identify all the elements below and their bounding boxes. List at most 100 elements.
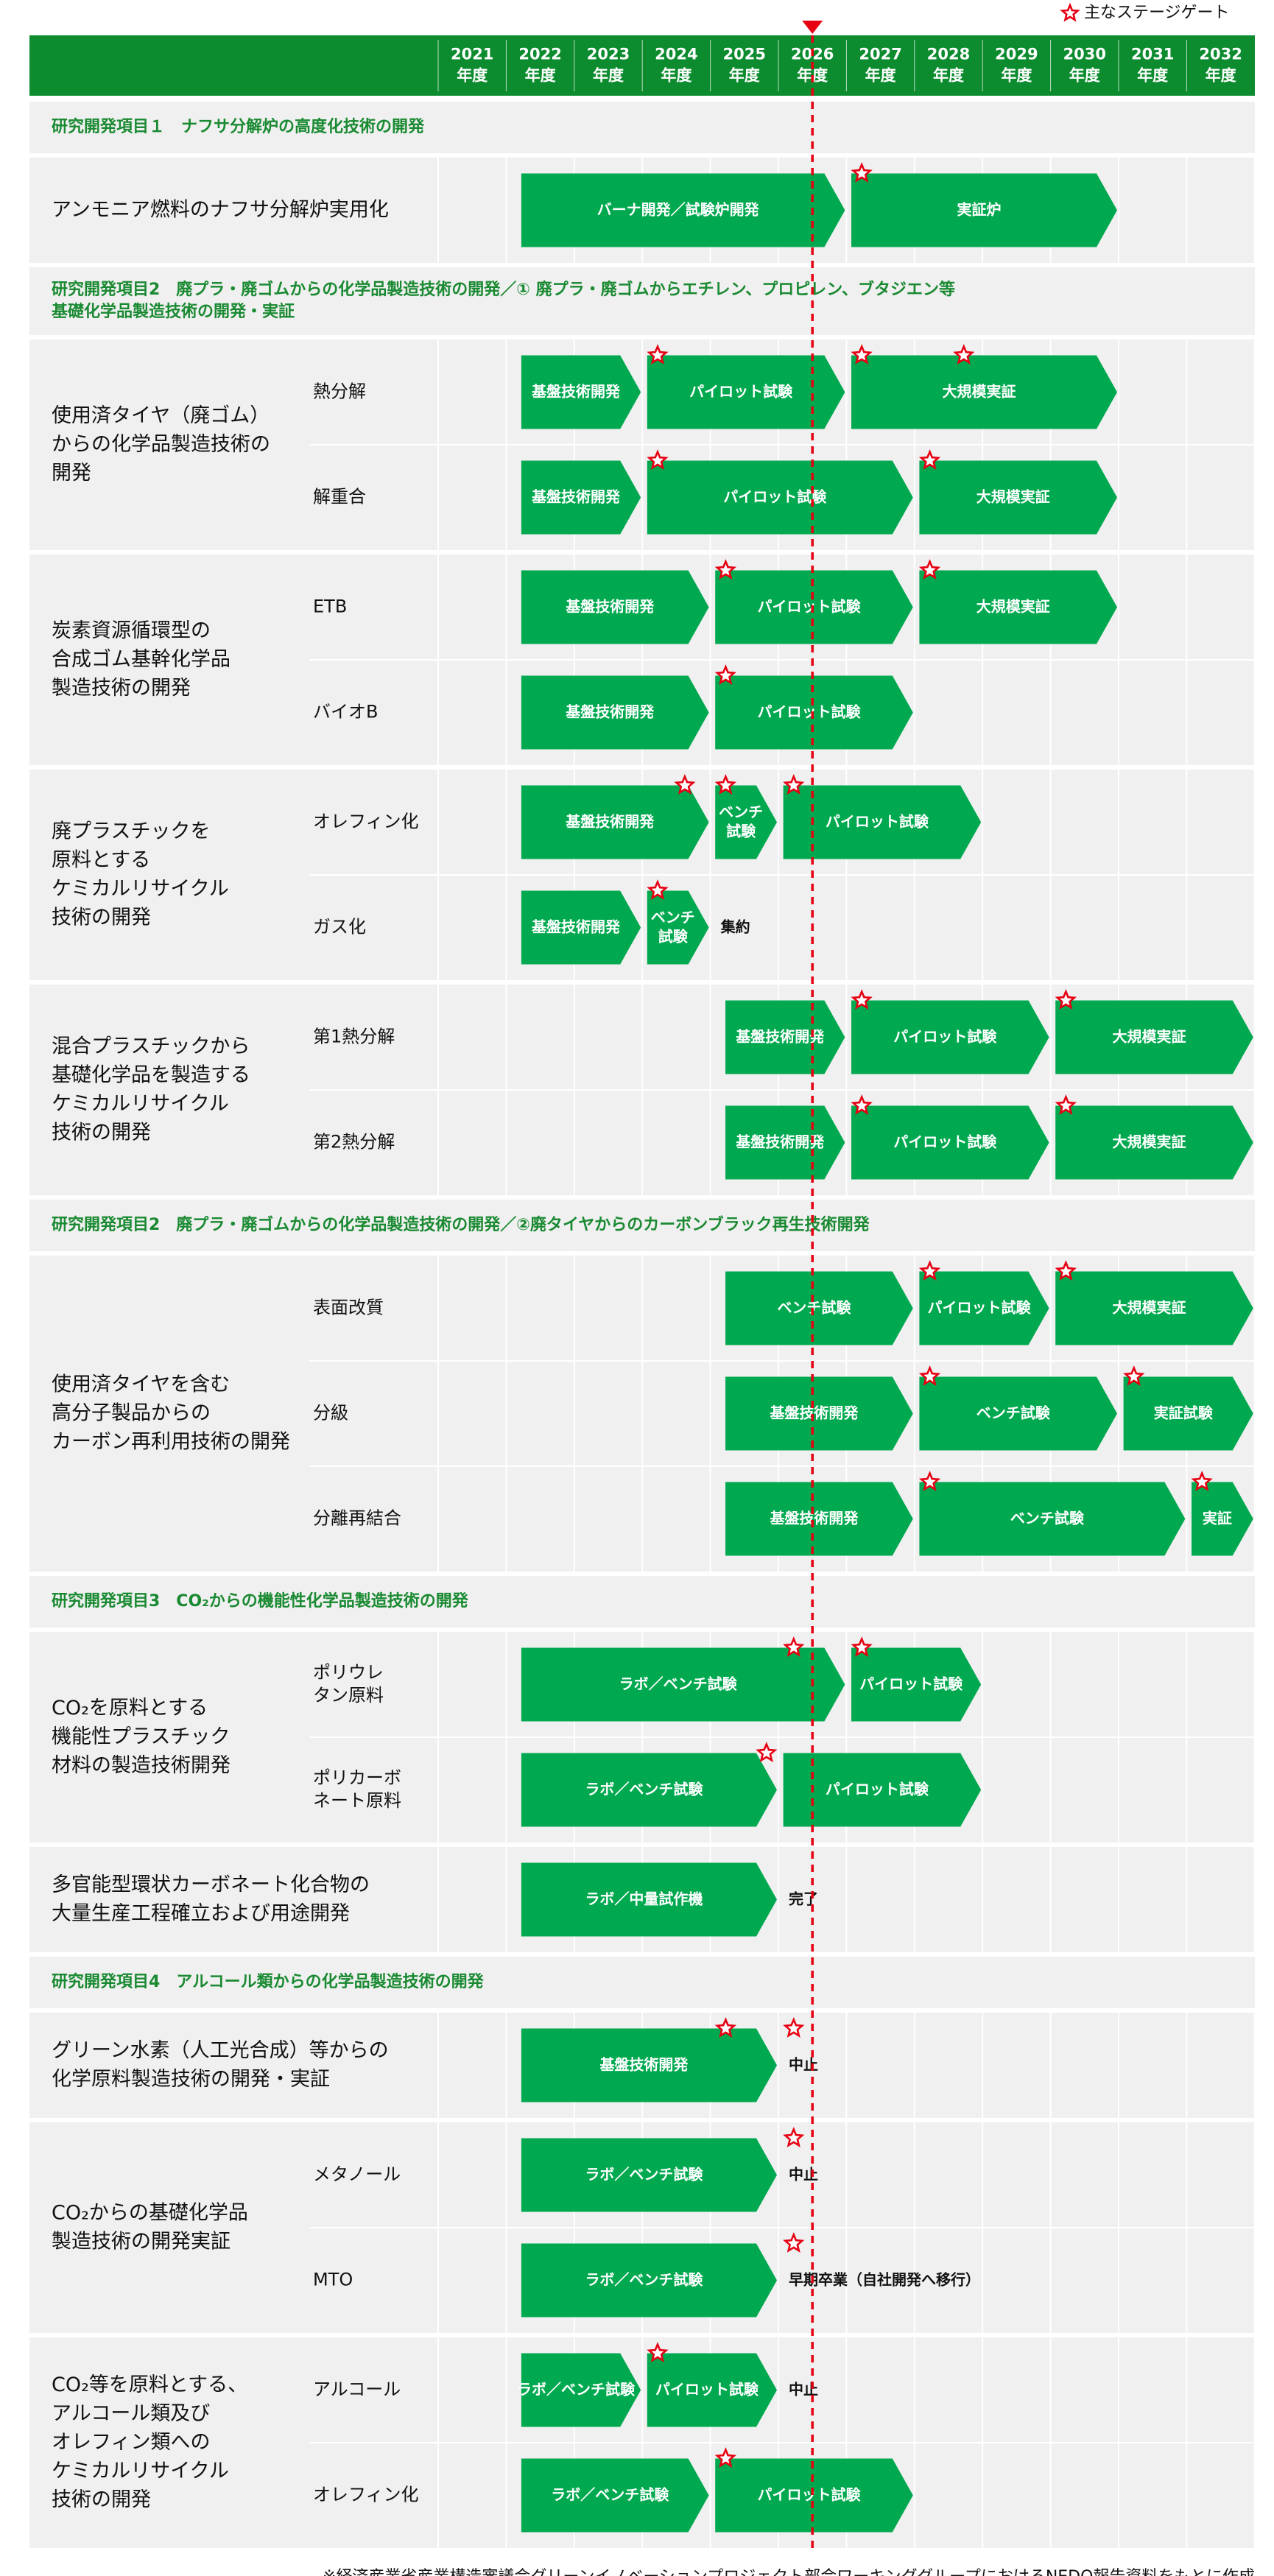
stage-gate-star-icon [1055,989,1077,1010]
year-header-label: 2026年度 [791,46,834,85]
phase-bar-label: バーナ開発／試験炉開発 [597,200,760,218]
stage-gate-star-icon [1123,1365,1145,1386]
phase-bar-label: 基盤技術開発 [736,1027,825,1045]
row-label: 第2熱分解 [313,1132,395,1152]
phase-bar [783,1753,982,1827]
phase-bar [521,2353,641,2427]
phase-bar-label: ベンチ試験 [719,803,763,840]
row-label: 第1熱分解 [313,1027,395,1047]
stage-gate-star-icon [1055,1260,1077,1281]
phase-bar-label: 大規模実証 [1113,1133,1186,1150]
row-note: 中止 [789,2055,818,2073]
phase-bar [851,1647,982,1722]
phase-bar-label: 基盤技術開発 [566,703,655,720]
row-label: 表面改質 [313,1298,384,1318]
row-label: 解重合 [313,487,366,507]
group-name: 多官能型環状カーボネート化合物の大量生産工程確立および用途開発 [52,1873,370,1925]
phase-bar-label: 大規模実証 [943,382,1016,400]
section-title: 研究開発項目3 CO₂からの機能性化学品製造技術の開発 [52,1591,469,1611]
row-label: 熱分解 [313,381,366,402]
phase-bar [521,2243,777,2318]
section-title: 研究開発項目2 廃プラ・廃ゴムからの化学品製造技術の開発／① 廃プラ・廃ゴムから… [52,280,955,321]
phase-bar [725,1482,913,1556]
phase-bar-label: 基盤技術開発 [736,1133,825,1150]
row-note: 集約 [720,918,750,935]
section-title: 研究開発項目4 アルコール類からの化学品製造技術の開発 [52,1972,485,1991]
phase-bar [919,1376,1117,1451]
phase-bar-label: ラボ／ベンチ試験 [585,2165,703,2183]
stage-gate-star-icon [756,1742,778,1762]
row-label: ETB [313,597,347,617]
phase-bar-label: ベンチ試験 [976,1404,1051,1421]
phase-bar [725,1105,845,1180]
row-label: アルコール [313,2379,401,2400]
phase-bar [1192,1482,1253,1556]
phase-bar-label: 大規模実証 [1113,1298,1186,1316]
phase-bar-label: パイロット試験 [893,1133,997,1150]
phase-bar [1055,1271,1253,1345]
phase-bar [521,2138,777,2212]
row-label: MTO [313,2270,353,2290]
stage-gate-star-icon [714,2447,737,2468]
phase-bar-label: パイロット試験 [758,703,862,720]
phase-bar [715,570,913,644]
phase-bar [647,460,913,535]
phase-bar [725,1000,845,1074]
group-name: アンモニア燃料のナフサ分解炉実用化 [52,198,389,221]
phase-bar-label: 基盤技術開発 [770,1404,859,1421]
stage-gate-star-icon [1191,1471,1213,1491]
footnote: ※経済産業省産業構造審議会グリーンイノベーションプロジェクト部会ワーキンググルー… [323,2568,1255,2576]
phase-bar [647,355,845,429]
phase-bar [1055,1000,1253,1074]
phase-bar-label: 基盤技術開発 [599,2055,689,2073]
stage-gate-star-icon [783,2127,805,2147]
phase-bar-label: パイロット試験 [758,597,862,615]
stage-gate-star-icon [714,2017,737,2038]
stage-gate-star-icon [851,1094,873,1115]
phase-bar [715,675,913,750]
phase-bar-label: パイロット試験 [928,1298,1032,1316]
phase-bar [521,1753,777,1827]
section-header-bg [29,1576,1255,1627]
phase-bar [715,2458,913,2533]
phase-bar [521,785,709,859]
phase-bar-label: 基盤技術開発 [532,918,621,935]
phase-bar-label: ラボ／ベンチ試験 [551,2485,669,2503]
stage-gate-star-icon [953,344,975,365]
stage-gate-star-icon [918,1471,941,1491]
stage-gate-star-icon [714,774,737,795]
row-label: オレフィン化 [313,2485,419,2505]
row-label: オレフィン化 [313,812,419,832]
stage-gate-star-icon [783,2232,805,2253]
phase-bar [521,2458,709,2533]
group-name: CO₂からの基礎化学品製造技術の開発実証 [52,2201,248,2253]
phase-bar [725,1271,913,1345]
stage-gate-star-icon [918,1365,941,1386]
group-name: 炭素資源循環型の合成ゴム基幹化学品製造技術の開発 [52,619,230,700]
row-label: 分級 [313,1403,348,1424]
phase-bar-label: 実証試験 [1154,1404,1214,1421]
phase-bar-label: ベンチ試験 [651,908,695,945]
phase-bar-label: 大規模実証 [976,597,1050,615]
phase-bar-label: ラボ／中量試作機 [585,1890,703,1907]
phase-bar-label: 実証炉 [957,200,1002,218]
group-name: CO₂を原料とする機能性プラスチック材料の製造技術開発 [52,1697,230,1777]
row-label: ポリウレタン原料 [313,1662,384,1706]
phase-bar [1123,1376,1253,1451]
phase-bar-label: パイロット試験 [826,812,929,830]
phase-bar-label: ベンチ試験 [777,1298,851,1316]
stage-gate-star-icon [851,344,873,365]
phase-bar [919,1482,1186,1556]
phase-bar [647,2353,777,2427]
stage-gate-legend-label: 主なステージゲート [1084,4,1230,22]
phase-bar-label: 基盤技術開発 [770,1509,859,1527]
stage-gate-star-icon [851,989,873,1010]
stage-gate-star-icon [647,344,669,365]
row-label: バイオB [313,702,378,722]
